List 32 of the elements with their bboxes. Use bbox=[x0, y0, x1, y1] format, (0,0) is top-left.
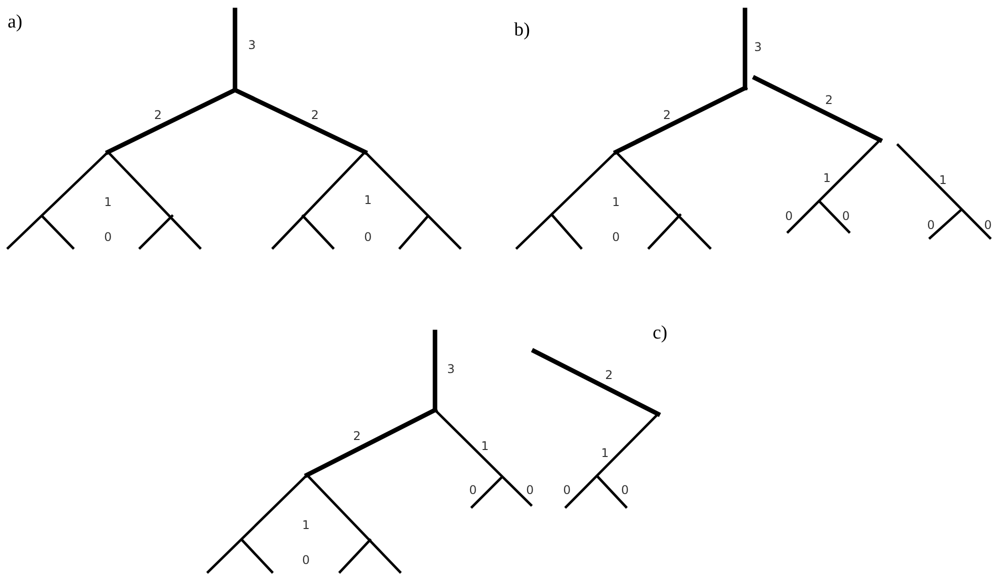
stream-order-number: 0 bbox=[984, 219, 992, 231]
stream-order-number: 2 bbox=[825, 94, 833, 106]
panel-label: c) bbox=[652, 324, 668, 342]
stream-order-number: 1 bbox=[939, 174, 947, 186]
stream-order-number: 3 bbox=[248, 39, 256, 51]
stream-order-number: 0 bbox=[563, 484, 571, 496]
stream-order-number: 1 bbox=[823, 172, 831, 184]
stream-order-number: 0 bbox=[785, 210, 793, 222]
stream-order-number: 3 bbox=[447, 363, 455, 375]
stream-order-number: 2 bbox=[353, 430, 361, 442]
stream-order-number: 3 bbox=[754, 41, 762, 53]
stream-order-number: 0 bbox=[364, 231, 372, 243]
panel-label: a) bbox=[8, 12, 22, 32]
stream-order-number: 0 bbox=[612, 231, 620, 243]
panel-label: b) bbox=[514, 20, 530, 40]
stream-order-number: 1 bbox=[364, 194, 372, 206]
stream-order-number: 1 bbox=[104, 196, 112, 208]
stream-order-number: 0 bbox=[842, 210, 850, 222]
stream-order-number: 1 bbox=[481, 440, 489, 452]
stream-order-number: 0 bbox=[302, 554, 310, 566]
stream-order-number: 1 bbox=[302, 519, 310, 531]
stream-order-number: 0 bbox=[927, 219, 935, 231]
stream-order-number: 0 bbox=[469, 484, 477, 496]
stream-order-number: 2 bbox=[605, 369, 613, 381]
stream-order-number: 2 bbox=[154, 109, 162, 121]
stream-order-number: 2 bbox=[311, 109, 319, 121]
stream-order-number: 1 bbox=[612, 196, 620, 208]
stream-order-number: 2 bbox=[663, 109, 671, 121]
stream-order-number: 0 bbox=[621, 484, 629, 496]
stream-order-number: 1 bbox=[601, 447, 609, 459]
stream-order-number: 0 bbox=[526, 484, 534, 496]
stream-order-number: 0 bbox=[104, 231, 112, 243]
